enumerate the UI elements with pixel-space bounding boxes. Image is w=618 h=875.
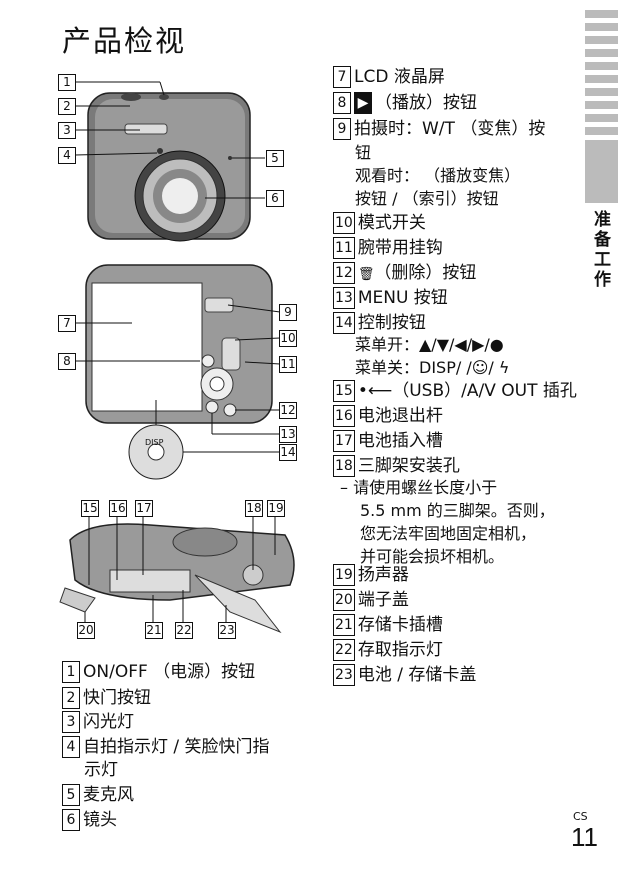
- usb-icon: •⟵: [357, 381, 393, 401]
- camera-back-view: [75, 264, 281, 480]
- camera-front-view: [74, 81, 265, 242]
- legend-item: 8▶（播放）按钮: [333, 91, 477, 115]
- callout-8: 8: [58, 353, 76, 370]
- play-icon: ▶: [354, 92, 372, 114]
- callout-2: 2: [58, 98, 76, 115]
- callout-9: 9: [279, 304, 297, 321]
- callout-4: 4: [58, 147, 76, 164]
- callout-11: 11: [279, 356, 297, 373]
- callout-7: 7: [58, 315, 76, 332]
- callout-5: 5: [266, 150, 284, 167]
- page-number: 11: [571, 822, 598, 852]
- page-title: 产品检视: [62, 24, 187, 58]
- legend-note: 您无法牢固地固定相机，: [360, 524, 537, 543]
- callout-23: 23: [218, 622, 236, 639]
- legend-note: – 请使用螺丝长度小于: [340, 478, 498, 497]
- legend-item-cont: 观看时： （播放变焦）: [355, 166, 521, 185]
- section-tab-block: [585, 140, 618, 203]
- legend-item-cont: 钮: [355, 143, 372, 162]
- callout-12: 12: [279, 402, 297, 419]
- callout-3: 3: [58, 122, 76, 139]
- section-tab-label: 准备工作: [590, 210, 610, 290]
- callout-10: 10: [279, 330, 297, 347]
- legend-item-cont: 菜单关：DISP/ /☺/ ϟ: [355, 358, 510, 377]
- section-tab-bars: [585, 10, 618, 140]
- disp-label: DISP: [145, 438, 164, 447]
- callout-13: 13: [279, 426, 297, 443]
- legend-item-cont: 按钮 / （索引）按钮: [355, 189, 499, 208]
- page-lang-code: CS: [573, 810, 588, 823]
- camera-bottom-view: [59, 512, 295, 634]
- legend-note: 5.5 mm 的三脚架。否则，: [360, 501, 555, 520]
- callout-17: 17: [135, 500, 153, 517]
- callout-21: 21: [145, 622, 163, 639]
- callout-19: 19: [267, 500, 285, 517]
- legend-item: 15•⟵（USB）/A/V OUT 插孔: [333, 380, 577, 402]
- callout-18: 18: [245, 500, 263, 517]
- legend-item: 12🗑（删除）按钮: [333, 262, 477, 284]
- callout-1: 1: [58, 74, 76, 91]
- legend-item-cont: 菜单开：▲/▼/◀/▶/●: [355, 335, 504, 354]
- callout-15: 15: [81, 500, 99, 517]
- callout-6: 6: [266, 190, 284, 207]
- callout-20: 20: [77, 622, 95, 639]
- legend-item-cont: 示灯: [84, 760, 118, 780]
- legend-note: 并可能会损坏相机。: [360, 547, 505, 566]
- callout-16: 16: [109, 500, 127, 517]
- callout-14: 14: [279, 444, 297, 461]
- callout-22: 22: [175, 622, 193, 639]
- trash-icon: 🗑: [357, 267, 375, 282]
